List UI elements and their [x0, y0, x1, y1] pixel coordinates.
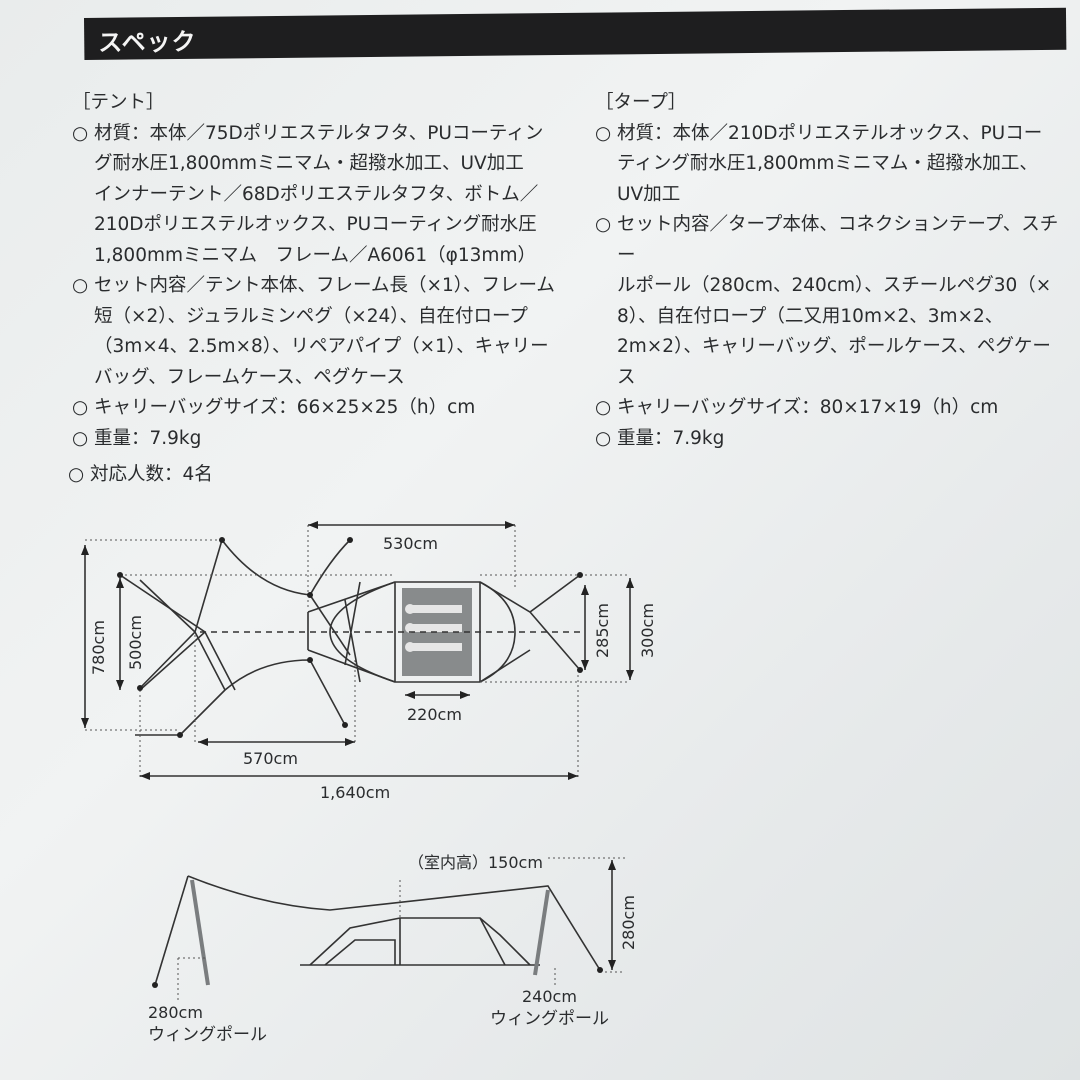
dim-top-label: 530cm — [383, 534, 438, 553]
total-height-label: 280cm — [619, 895, 638, 950]
tarp-spec-item: ○キャリーバッグサイズ：80×17×19（h）cm — [595, 393, 1065, 424]
tarp-spec-item: ○重量：7.9kg — [595, 424, 1065, 455]
tent-spec-line: 重量：7.9kg — [94, 427, 202, 449]
bullet-icon: ○ — [595, 122, 612, 144]
dim-inner-width-label: 220cm — [407, 705, 462, 724]
peg-points — [117, 537, 583, 738]
tarp-spec-line: 重量：7.9kg — [617, 427, 725, 449]
tarp-heading: ［タープ］ — [595, 92, 687, 113]
dimension-arrowheads — [81, 521, 634, 780]
tarp-spec-line: ティング耐水圧1,800mmミニマム・超撥水加工、 — [617, 153, 1038, 174]
tarp-spec-line: ルポール（280cm、240cm）、スチールペグ30（× — [617, 275, 1052, 296]
tent-spec-item: ○キャリーバッグサイズ：66×25×25（h）cm — [72, 393, 562, 424]
tarp-spec-line: キャリーバッグサイズ：80×17×19（h）cm — [617, 397, 999, 418]
bullet-icon: ○ — [72, 397, 89, 418]
right-pole-label: ウィングポール — [490, 1009, 609, 1029]
wing-poles — [190, 879, 550, 986]
tarp-spec-line: 2m×2）、キャリーバッグ、ポールケース、ペグケース — [617, 336, 1051, 388]
dim-left-inner-label: 500cm — [126, 615, 145, 670]
left-pole-label: ウィングポール — [148, 1025, 267, 1045]
bullet-icon: ○ — [595, 397, 612, 418]
side-outline — [154, 875, 601, 986]
dim-right-outer-label: 300cm — [638, 603, 657, 658]
tent-spec-line: セット内容／テント本体、フレーム長（×1）、フレーム — [94, 275, 555, 296]
tent-spec-column: ［テント］ ○材質：本体／75Dポリエステルタフタ、PUコーティング耐水圧1,8… — [72, 88, 562, 454]
dim-left-outer-label: 780cm — [89, 620, 108, 675]
bullet-icon: ○ — [72, 122, 89, 144]
dim-bottom-total-label: 1,640cm — [320, 783, 390, 802]
tent-spec-line: 短（×2）、ジュラルミンペグ（×24）、自在付ロープ — [94, 305, 528, 327]
tarp-spec-line: UV加工 — [617, 183, 681, 205]
bullet-icon: ○ — [72, 427, 89, 449]
tarp-spec-item: ○セット内容／タープ本体、コネクションテープ、スチールポール（280cm、240… — [595, 210, 1065, 393]
tent-spec-line: バッグ、フレームケース、ペグケース — [94, 366, 405, 388]
tent-spec-item: ○重量：7.9kg — [72, 424, 562, 455]
tent-spec-line: 材質：本体／75Dポリエステルタフタ、PUコーティン — [94, 122, 544, 144]
tent-spec-item: ○材質：本体／75Dポリエステルタフタ、PUコーティング耐水圧1,800mmミニ… — [72, 119, 562, 272]
tarp-spec-item: ○材質：本体／210Dポリエステルオックス、PUコーティング耐水圧1,800mm… — [595, 119, 1065, 211]
tarp-spec-line: 8）、自在付ロープ（二又用10m×2、3m×2、 — [617, 305, 1004, 327]
bullet-icon: ○ — [595, 214, 612, 235]
tent-spec-line: キャリーバッグサイズ：66×25×25（h）cm — [94, 397, 476, 418]
dim-bottom-inner-label: 570cm — [243, 749, 298, 768]
tent-heading: ［テント］ — [72, 92, 165, 113]
side-guides — [177, 857, 625, 1000]
bullet-icon: ○ — [72, 275, 89, 296]
bullet-icon: ○ — [595, 427, 612, 449]
tent-spec-line: グ耐水圧1,800mmミニマム・超撥水加工、UV加工 — [94, 153, 524, 174]
tarp-spec-line: セット内容／タープ本体、コネクションテープ、スチー — [617, 214, 1059, 266]
tent-spec-line: （3m×4、2.5m×8）、リペアパイプ（×1）、キャリー — [94, 336, 549, 357]
room-height-label: （室内高）150cm — [408, 853, 543, 872]
tent-spec-item: ○セット内容／テント本体、フレーム長（×1）、フレーム短（×2）、ジュラルミンペ… — [72, 271, 562, 393]
dimension-lines — [84, 524, 631, 777]
dim-right-inner-label: 285cm — [593, 603, 612, 658]
occupancy-text: ○ 対応人数：4名 — [68, 464, 213, 485]
left-pole-size-label: 280cm — [148, 1003, 203, 1022]
right-pole-size-label: 240cm — [522, 987, 577, 1006]
tarp-spec-line: 材質：本体／210Dポリエステルオックス、PUコー — [617, 122, 1043, 144]
tarp-spec-column: ［タープ］ ○材質：本体／210Dポリエステルオックス、PUコーティング耐水圧1… — [595, 88, 1065, 454]
tent-spec-line: 1,800mmミニマム フレーム／A6061（φ13mm） — [94, 244, 536, 266]
tent-spec-line: インナーテント／68Dポリエステルタフタ、ボトム／ — [94, 183, 539, 205]
tent-spec-line: 210Dポリエステルオックス、PUコーティング耐水圧 — [94, 214, 537, 235]
occupant-icons — [405, 604, 462, 652]
tent-spec-list: ○材質：本体／75Dポリエステルタフタ、PUコーティング耐水圧1,800mmミニ… — [72, 119, 562, 455]
tarp-spec-list: ○材質：本体／210Dポリエステルオックス、PUコーティング耐水圧1,800mm… — [595, 119, 1065, 455]
